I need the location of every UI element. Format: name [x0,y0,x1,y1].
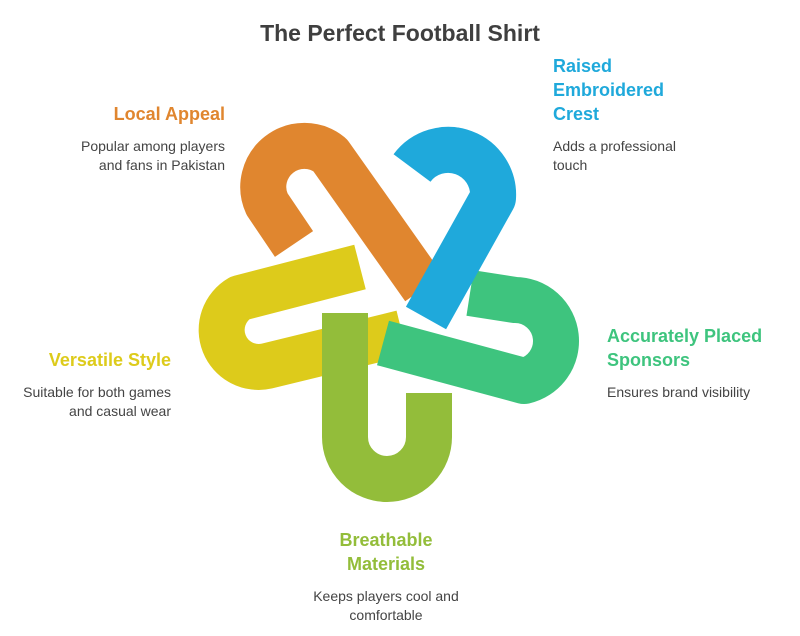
loop-orange [240,122,443,302]
diagram-title: The Perfect Football Shirt [260,20,540,46]
loop-yellow [198,244,408,390]
loop-lime [322,313,452,502]
heading-raised-embroidered-crest: Raised Embroidered Crest [553,56,665,124]
heading-breathable-materials: Breathable Materials [339,530,433,574]
desc-accurately-placed-sponsors: Ensures brand visibility [607,384,751,400]
desc-local-appeal: Popular among players and fans in Pakist… [81,138,225,173]
desc-breathable-materials: Keeps players cool and comfortable [313,588,459,623]
loop-green [377,270,579,404]
desc-versatile-style: Suitable for both games and casual wear [23,384,171,419]
heading-versatile-style: Versatile Style [48,350,171,370]
loop-blue [393,126,517,330]
desc-raised-embroidered-crest: Adds a professional touch [553,138,676,173]
heading-local-appeal: Local Appeal [113,104,225,124]
heading-accurately-placed-sponsors: Accurately Placed Sponsors [607,326,763,370]
